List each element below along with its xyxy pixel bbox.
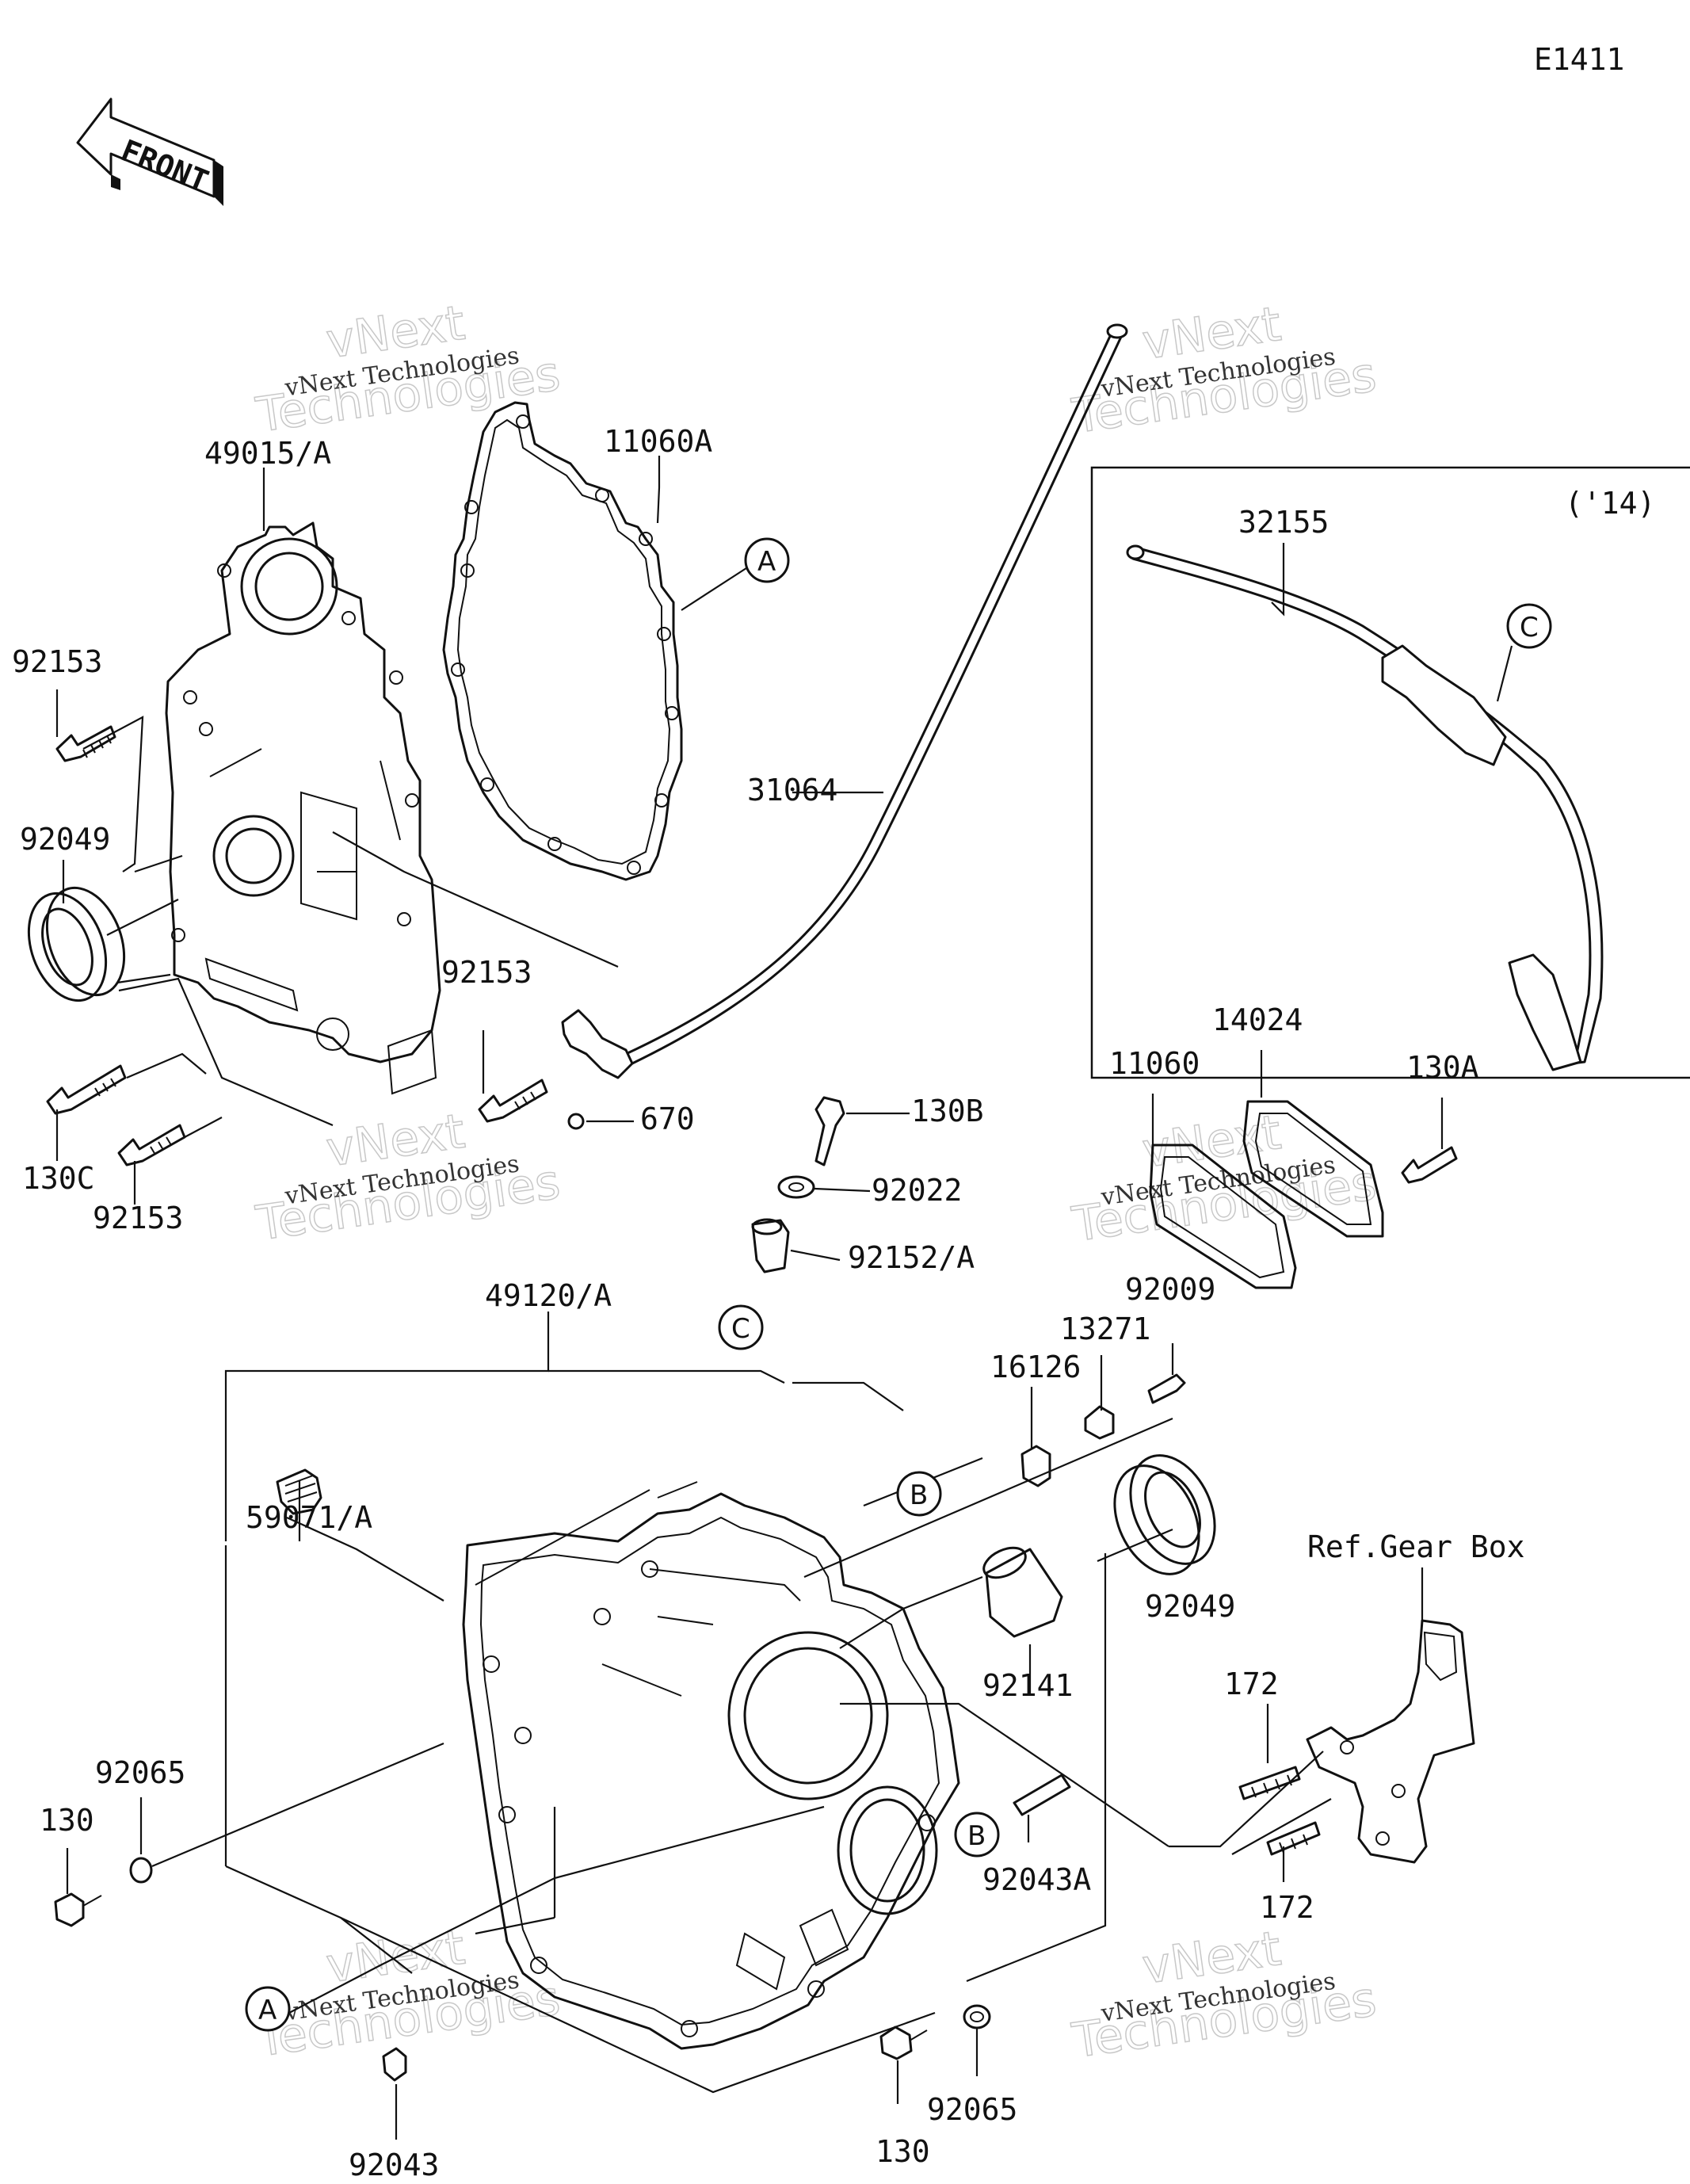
part-label-670: 670 [640, 1102, 695, 1136]
part-label-92043: 92043 [349, 2148, 439, 2182]
stud-172-top-drawing [1238, 1766, 1301, 1800]
part-label-92043A: 92043A [982, 1862, 1091, 1897]
callout-c-top: C [1506, 603, 1552, 649]
cap-92152A-drawing [751, 1218, 790, 1273]
part-label-13271: 13271 [1060, 1312, 1150, 1346]
part-label-92153-bottom: 92153 [93, 1201, 183, 1235]
cover-gasket-drawing [442, 401, 683, 881]
callout-c-mid: C [718, 1304, 764, 1350]
diagram-code: E1411 [1534, 42, 1624, 77]
crankcase-cover-drawing [165, 521, 441, 1095]
stud-172-bottom-drawing [1266, 1821, 1321, 1856]
breather-gasket-11060-drawing [1149, 1144, 1297, 1289]
bolt-92153-mid-drawing [478, 1079, 548, 1123]
part-label-130A: 130A [1406, 1050, 1479, 1085]
dowel-16126-drawing [1020, 1445, 1051, 1487]
screw-92009-drawing [1147, 1373, 1186, 1404]
bolt-92153-top-drawing [55, 725, 116, 762]
part-label-130-bottom: 130 [876, 2134, 930, 2169]
part-label-16126: 16126 [990, 1350, 1081, 1384]
svg-text:A: A [757, 546, 776, 578]
front-arrow-icon: FRONT [76, 97, 223, 206]
svg-text:A: A [258, 1995, 277, 2026]
part-label-14024: 14024 [1212, 1002, 1303, 1037]
part-label-11060A: 11060A [604, 424, 712, 459]
svg-text:C: C [731, 1313, 750, 1345]
callout-a-top: A [744, 537, 790, 583]
dowel-92043A-drawing [1013, 1774, 1071, 1816]
callout-b-top: B [896, 1471, 942, 1517]
part-label-92049-right: 92049 [1145, 1589, 1235, 1624]
part-label-172-bottom: 172 [1260, 1890, 1314, 1925]
dipstick-tube-drawing [561, 323, 1128, 1130]
svg-text:C: C [1520, 612, 1539, 643]
part-label-92022: 92022 [872, 1173, 962, 1208]
svg-text:B: B [910, 1480, 928, 1511]
part-label-92153-top: 92153 [12, 644, 102, 679]
part-label-92065-left: 92065 [95, 1755, 185, 1790]
dipstick-32155-drawing [1126, 544, 1604, 1071]
watermark-top-left: vNext Technologies vNext Technologies [252, 295, 564, 444]
part-label-130-left: 130 [40, 1803, 94, 1838]
breather-cover-14024-drawing [1242, 1100, 1384, 1238]
bushing-92141-drawing [982, 1546, 1063, 1638]
part-label-92065-bottom: 92065 [927, 2092, 1017, 2127]
part-label-130C: 130C [22, 1161, 95, 1196]
nut-13271-drawing [1084, 1405, 1115, 1440]
part-label-31064: 31064 [747, 773, 837, 808]
part-label-11060: 11060 [1109, 1046, 1200, 1081]
svg-text:B: B [967, 1820, 986, 1852]
bolt-130A-drawing [1401, 1146, 1458, 1184]
part-label-59071A: 59071/A [246, 1500, 372, 1535]
leader-lines [55, 456, 1513, 2140]
part-label-130B: 130B [911, 1094, 984, 1128]
watermark-mid-left: vNext Technologies vNext Technologies [252, 1103, 564, 1252]
part-label-92141: 92141 [982, 1668, 1073, 1703]
oil-seal-92049-right-drawing [1113, 1454, 1216, 1575]
year-variant-box [1090, 466, 1690, 1079]
part-label-49015A: 49015/A [204, 436, 331, 471]
watermark-bottom-left: vNext Technologies vNext Technologies [252, 1919, 564, 2068]
part-label-92009: 92009 [1125, 1272, 1215, 1307]
watermark-mid-right: vNext Technologies vNext Technologies [1068, 1104, 1380, 1253]
year-note: ('14) [1565, 486, 1655, 521]
part-label-172-top: 172 [1224, 1667, 1279, 1701]
bolt-130B-drawing [814, 1096, 845, 1166]
gearbox-bracket-drawing [1306, 1619, 1475, 1864]
bolt-130-left-drawing [54, 1892, 102, 1927]
bolt-130-bottom-drawing [879, 2026, 928, 2060]
callout-a-bottom: A [245, 1986, 291, 2032]
part-label-92049-left: 92049 [20, 822, 110, 857]
dowel-92043-drawing [382, 2047, 407, 2082]
washer-92065-bottom-drawing [963, 2004, 991, 2029]
watermark-bottom-right: vNext Technologies vNext Technologies [1068, 1920, 1380, 2069]
bolt-130C-drawing [46, 1064, 127, 1115]
washer-92065-left-drawing [129, 1857, 153, 1884]
part-label-49120A: 49120/A [485, 1278, 612, 1313]
part-label-32155: 32155 [1238, 505, 1329, 540]
crankcase-49120A-drawing [462, 1481, 960, 2050]
washer-92022-drawing [777, 1175, 815, 1199]
part-label-92152A: 92152/A [848, 1240, 975, 1275]
bolt-92153-bottom-drawing [117, 1124, 186, 1166]
reference-note: Ref.Gear Box [1307, 1529, 1525, 1564]
callout-b-bottom: B [954, 1812, 1000, 1858]
part-label-92153-mid: 92153 [441, 955, 532, 990]
